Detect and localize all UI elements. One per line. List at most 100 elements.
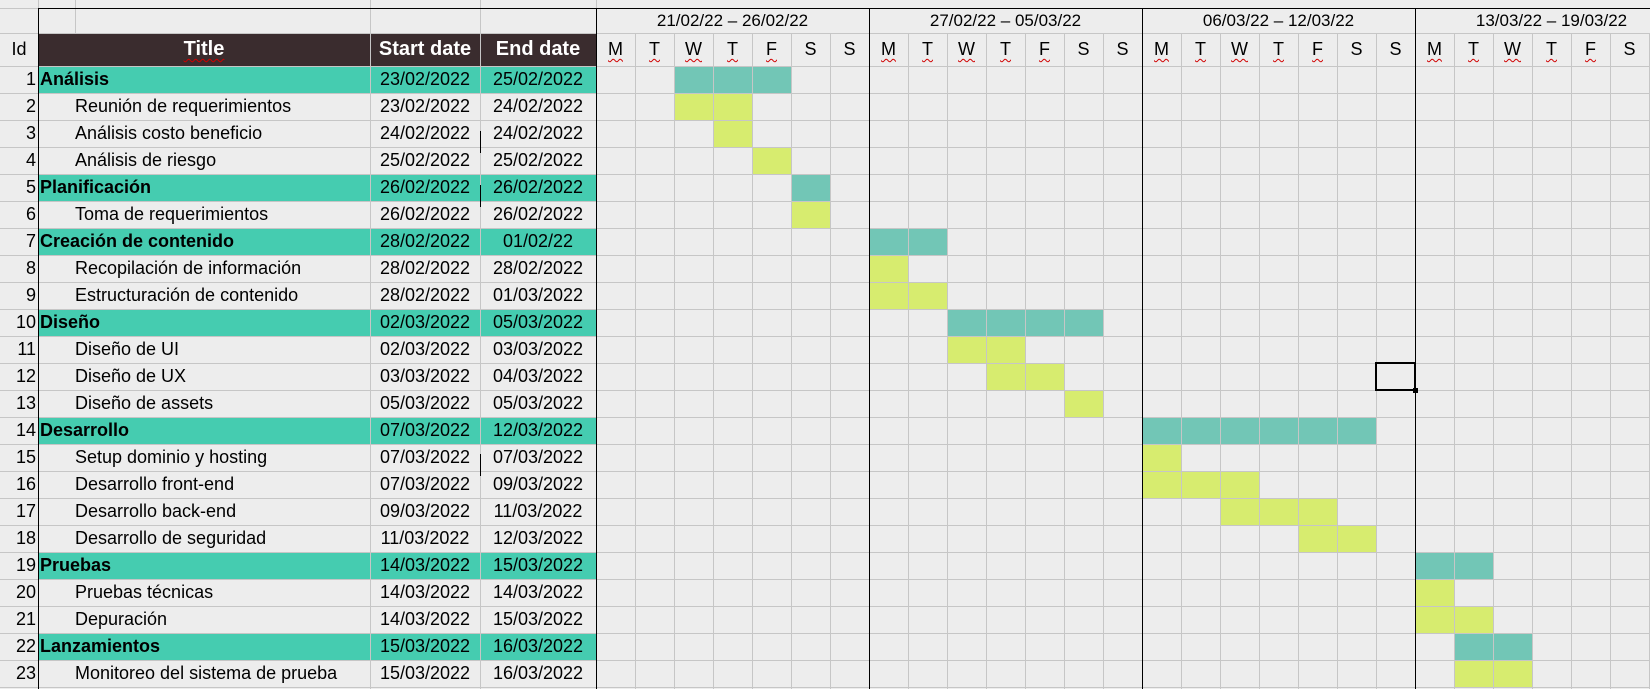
row-gridline [0, 282, 1650, 283]
task-id: 17 [15, 501, 36, 521]
day-of-week-header: W [685, 39, 702, 59]
end-date-cell: 11/03/2022 [493, 501, 583, 521]
task-id: 20 [15, 582, 36, 602]
row-gridline [0, 417, 1650, 418]
day-gridline [1103, 33, 1104, 689]
start-date-cell: 28/02/2022 [379, 258, 471, 278]
day-of-week-header: F [766, 39, 777, 59]
phase-title: Análisis [40, 69, 110, 89]
day-gridline [1220, 33, 1221, 689]
task-title: Reunión de requerimientos [75, 96, 292, 116]
week-range-header: 27/02/22 – 05/03/22 [929, 11, 1082, 30]
day-of-week-header: T [1000, 39, 1011, 59]
task-title: Diseño de UX [75, 366, 187, 386]
start-date-cell: 25/02/2022 [379, 150, 471, 170]
day-of-week-header: T [727, 39, 738, 59]
week-separator [1142, 8, 1143, 689]
end-date-cell: 05/03/2022 [492, 393, 584, 413]
task-title: Pruebas técnicas [75, 582, 214, 602]
row-gridline [0, 363, 1650, 364]
task-id: 8 [25, 258, 36, 278]
day-gridline [1298, 33, 1299, 689]
end-date-cell: 01/03/2022 [492, 285, 584, 305]
column-header-band [38, 33, 596, 66]
task-title: Toma de requerimientos [75, 204, 269, 224]
end-date-cell: 03/03/2022 [492, 339, 584, 359]
row-gridline [0, 390, 1650, 391]
column-header-end-date: End date [495, 38, 581, 60]
column-gridline [75, 0, 76, 33]
row-gridline [0, 525, 1650, 526]
task-id: 18 [15, 528, 36, 548]
end-date-cell: 28/02/2022 [492, 258, 584, 278]
row-gridline [0, 309, 1650, 310]
end-date-cell: 15/03/2022 [492, 555, 584, 575]
end-date-cell: 25/02/2022 [492, 150, 584, 170]
end-date-cell: 26/02/2022 [492, 204, 584, 224]
task-id: 7 [25, 231, 36, 251]
phase-title: Pruebas [40, 555, 112, 575]
gantt-phase-bar [791, 174, 830, 201]
week-separator [1415, 8, 1416, 689]
day-gridline [947, 33, 948, 689]
start-date-cell: 14/03/2022 [379, 582, 471, 602]
end-date-cell: 24/02/2022 [492, 96, 584, 116]
task-title: Recopilación de información [75, 258, 302, 278]
gantt-task-bar [1220, 498, 1337, 525]
day-gridline [1454, 33, 1455, 689]
day-of-week-header: F [1039, 39, 1050, 59]
task-id: 13 [15, 393, 36, 413]
day-gridline [752, 33, 753, 689]
row-gridline [0, 201, 1650, 202]
task-title: Desarrollo front-end [75, 474, 235, 494]
task-id: 11 [17, 339, 36, 359]
task-id: 3 [25, 123, 36, 143]
phase-row-background [38, 309, 596, 336]
week-range-header: 06/03/22 – 12/03/22 [1202, 11, 1355, 30]
day-of-week-header: T [649, 39, 660, 59]
gantt-task-bar [869, 255, 908, 282]
day-gridline [1064, 33, 1065, 689]
day-of-week-header: S [1389, 39, 1402, 59]
day-gridline [986, 33, 987, 689]
start-date-cell: 02/03/2022 [379, 339, 471, 359]
day-gridline [830, 33, 831, 689]
day-of-week-header: T [922, 39, 933, 59]
end-date-cell: 16/03/2022 [492, 663, 584, 683]
start-date-cell: 26/02/2022 [379, 177, 471, 197]
selected-cell-cursor[interactable] [1375, 362, 1416, 391]
phase-title: Planificación [40, 177, 152, 197]
start-date-cell: 23/02/2022 [379, 96, 471, 116]
task-id: 12 [15, 366, 36, 386]
day-of-week-header: W [958, 39, 975, 59]
day-of-week-header: T [1273, 39, 1284, 59]
gantt-left-border [596, 8, 597, 689]
day-gridline [791, 33, 792, 689]
fill-handle[interactable] [1413, 388, 1418, 393]
gantt-task-bar [791, 201, 830, 228]
start-date-cell: 26/02/2022 [379, 204, 471, 224]
row-gridline [0, 174, 1650, 175]
day-of-week-header: W [1504, 39, 1521, 59]
gantt-task-bar [1142, 444, 1181, 471]
day-gridline [1532, 33, 1533, 689]
day-gridline [1181, 33, 1182, 689]
day-of-week-header: S [1350, 39, 1363, 59]
task-id: 2 [25, 96, 36, 116]
day-gridline [674, 33, 675, 689]
row-gridline [0, 498, 1650, 499]
day-of-week-header: S [804, 39, 817, 59]
column-header-start-date: Start date [378, 38, 472, 60]
end-date-cell: 26/02/2022 [492, 177, 584, 197]
top-border [38, 8, 1650, 9]
task-id: 23 [15, 663, 36, 683]
end-date-cell: 12/03/2022 [492, 528, 584, 548]
row-gridline [0, 471, 1650, 472]
phase-row-background [38, 66, 596, 93]
phase-title: Creación de contenido [40, 231, 235, 251]
task-title: Depuración [75, 609, 168, 629]
end-date-cell: 12/03/2022 [492, 420, 584, 440]
phase-row-background [38, 417, 596, 444]
start-date-cell: 07/03/2022 [379, 447, 471, 467]
